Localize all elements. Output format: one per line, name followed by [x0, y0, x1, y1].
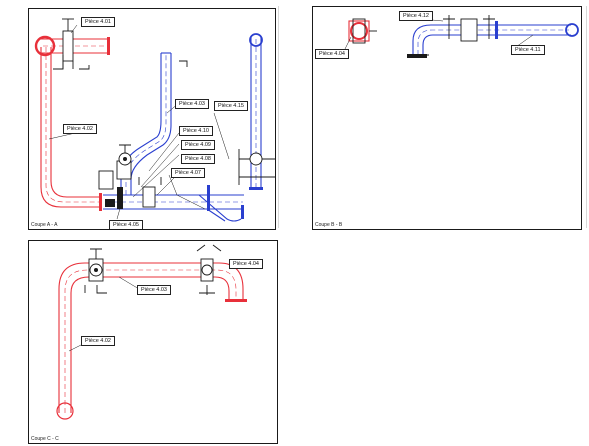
- callout-a-4-02: Pièce 4.02: [63, 124, 97, 134]
- callout-b-4-04: Pièce 4.04: [315, 49, 349, 59]
- callout-c-4-03: Pièce 4.03: [137, 285, 171, 295]
- section-label-b: Coupe B - B: [315, 222, 343, 228]
- callout-a-4-05: Pièce 4.05: [109, 220, 143, 229]
- flange-black-b: [407, 54, 427, 58]
- pipe-drawing-b: [342, 15, 579, 58]
- callout-a-4-01: Pièce 4.01: [81, 17, 115, 27]
- flange-red-bottom: [99, 193, 102, 211]
- section-label-a: Coupe A - A: [31, 222, 58, 228]
- callout-a-4-07: Pièce 4.07: [171, 168, 205, 178]
- flange-red-c: [225, 299, 247, 302]
- view-section-c[interactable]: Pièce 4.04 Pièce 4.03 Pièce 4.02 Coupe C…: [28, 240, 278, 444]
- flange-blue-2: [241, 205, 244, 219]
- flange-blue-1: [207, 185, 210, 211]
- pipe-drawing-a: [34, 18, 275, 222]
- separator-right: [586, 6, 587, 228]
- flange-blue-b: [495, 21, 498, 39]
- flange-blue-3: [249, 187, 263, 190]
- callout-b-4-12: Pièce 4.12: [399, 11, 433, 21]
- callout-a-4-10: Pièce 4.10: [179, 126, 213, 136]
- callout-c-4-04: Pièce 4.04: [229, 259, 263, 269]
- view-section-a[interactable]: Pièce 4.01 Pièce 4.02 Pièce 4.03 Pièce 4…: [28, 8, 276, 230]
- section-label-c: Coupe C - C: [31, 436, 59, 442]
- flange-red-top: [107, 37, 110, 55]
- callout-c-4-02: Pièce 4.02: [81, 336, 115, 346]
- callout-a-4-15: Pièce 4.15: [214, 101, 248, 111]
- callout-a-4-09: Pièce 4.09: [181, 140, 215, 150]
- separator-vertical: [278, 6, 279, 228]
- view-section-b[interactable]: Pièce 4.12 Pièce 4.04 Pièce 4.11 Coupe B…: [312, 6, 582, 230]
- callout-a-4-03: Pièce 4.03: [175, 99, 209, 109]
- callout-b-4-11: Pièce 4.11: [511, 45, 545, 55]
- pipe-drawing-c: [56, 244, 247, 420]
- callout-a-4-08: Pièce 4.08: [181, 154, 215, 164]
